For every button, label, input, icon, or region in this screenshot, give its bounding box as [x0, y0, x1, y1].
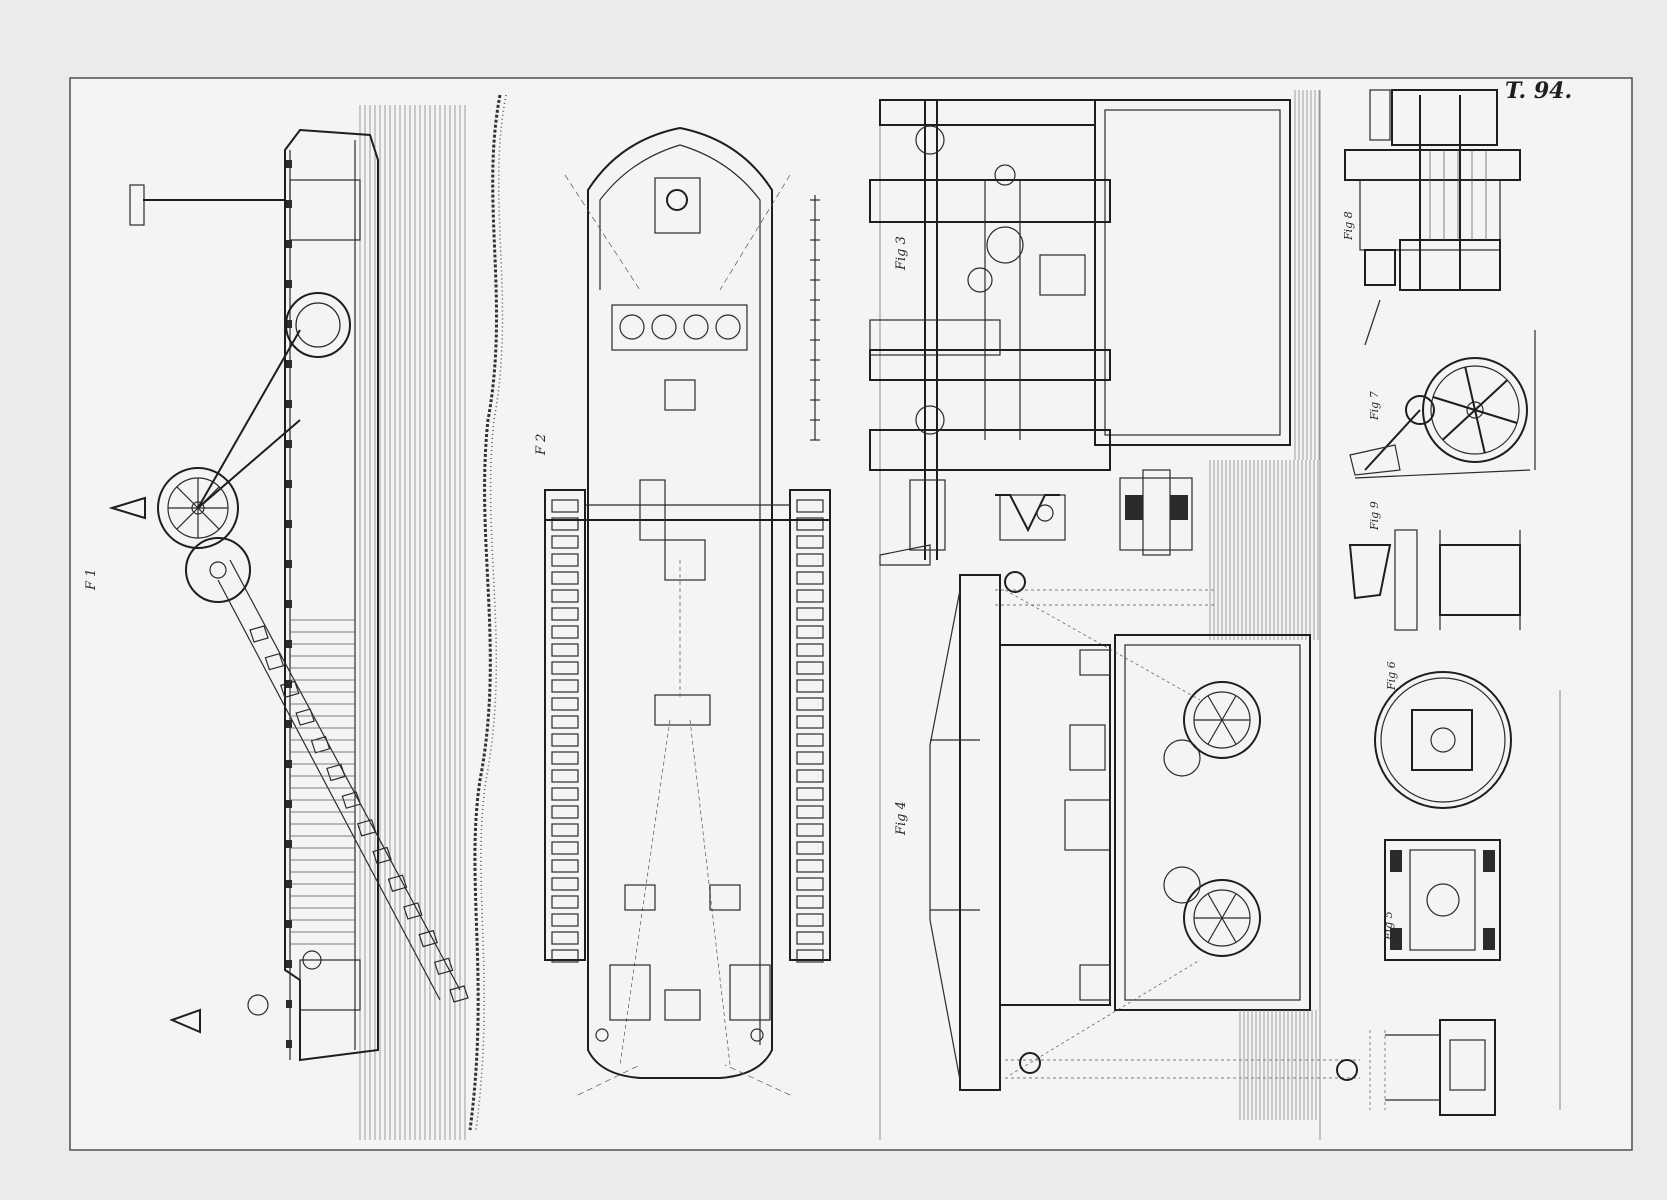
fig4-lifting-frame: Fig 4: [894, 571, 1360, 1120]
fig9-label: Fig 9: [1368, 501, 1381, 531]
fig2-label: F 2: [534, 434, 549, 456]
fig6-disk-detail: Fig 6: [1374, 661, 1561, 1110]
plate-number: T. 94.: [1505, 78, 1572, 104]
detail-cross-sections: [995, 469, 1193, 556]
fig2-plan-view: F 2: [534, 126, 831, 1096]
fig8-winch-detail: Fig 8: [1342, 89, 1521, 346]
fig8-label: Fig 8: [1342, 211, 1355, 241]
divider-bank-hatch: [468, 94, 502, 1131]
fig5-label: Fig 5: [1382, 911, 1395, 941]
fig4-label: Fig 4: [894, 801, 909, 836]
fig7-label: Fig 7: [1368, 391, 1381, 421]
fig1-water-hatching: [359, 105, 466, 1140]
fig1-label: F 1: [84, 569, 99, 591]
fig3-label: Fig 3: [894, 236, 909, 271]
fig7-wheel-detail: Fig 7: [1349, 330, 1536, 479]
fig3-machinery-elevation: Fig 3: [869, 90, 1320, 640]
fig5-section-detail: Fig 5: [1382, 839, 1501, 961]
fig9-bucket-detail: Fig 9: [1348, 501, 1521, 631]
plate-paper: [69, 77, 1633, 1151]
chain-block-detail: [1369, 1019, 1496, 1116]
fig1-side-elevation: F 1: [84, 105, 469, 1140]
fig6-label: Fig 6: [1385, 661, 1398, 691]
